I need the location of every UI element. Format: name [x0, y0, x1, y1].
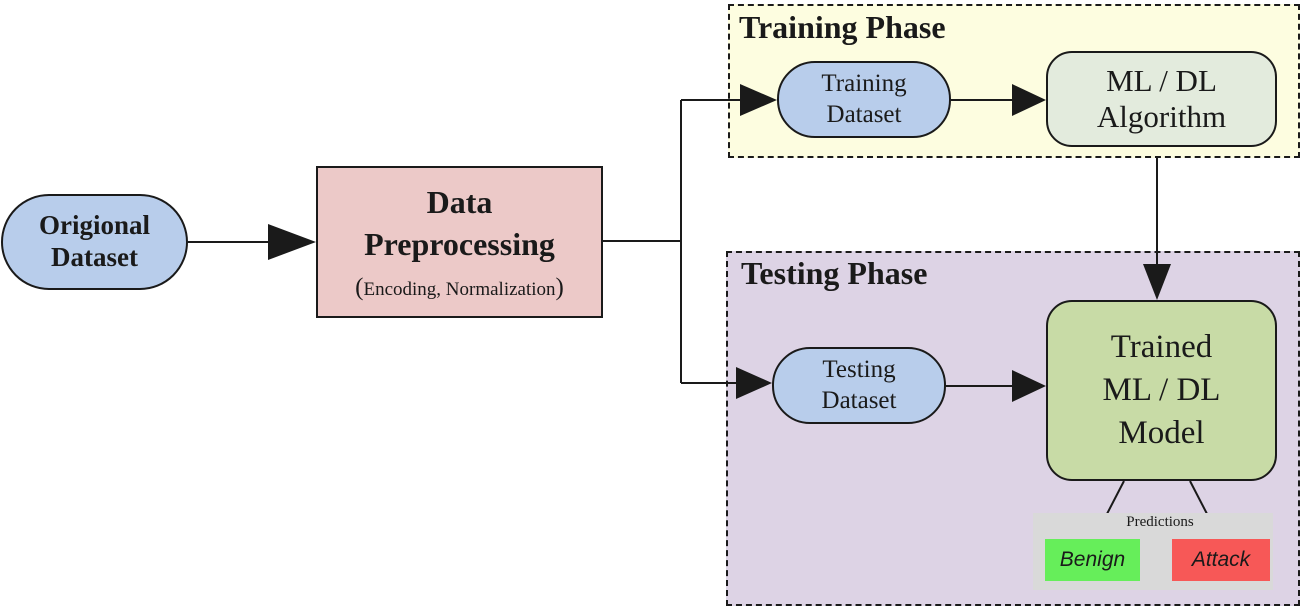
original-dataset-line2: Dataset: [51, 242, 138, 272]
preprocessing-node: Data Preprocessing (Encoding, Normalizat…: [316, 166, 603, 318]
arrowhead-model-top: [1143, 264, 1171, 300]
testing-phase-title: Testing Phase: [741, 255, 928, 291]
arrowhead-algorithm: [1012, 84, 1046, 116]
training-phase-title: Training Phase: [739, 9, 946, 45]
original-dataset-node: Origional Dataset: [1, 194, 188, 290]
note-close-paren: ): [555, 273, 564, 301]
algorithm-line2: Algorithm: [1096, 99, 1227, 134]
training-dataset-line1: Training: [821, 70, 907, 97]
training-dataset-node: Training Dataset: [777, 61, 951, 138]
arrowhead-model: [1012, 370, 1046, 402]
trained-model-line1: Trained: [1110, 329, 1213, 366]
preprocessing-note: (Encoding, Normalization): [355, 274, 564, 302]
testing-dataset-line1: Testing: [822, 356, 896, 383]
arrowhead-training-dataset: [740, 84, 777, 116]
preprocessing-line2: Preprocessing: [364, 226, 555, 262]
benign-prediction: Benign: [1045, 539, 1140, 581]
trained-model-node: Trained ML / DL Model: [1046, 300, 1277, 481]
note-open-paren: (: [355, 273, 364, 301]
preprocessing-line1: Data: [426, 184, 493, 221]
trained-model-line2: ML / DL: [1102, 372, 1221, 409]
attack-prediction: Attack: [1172, 539, 1270, 581]
testing-dataset-node: Testing Dataset: [772, 347, 946, 424]
arrowhead-preprocessing: [268, 224, 316, 260]
testing-dataset-line2: Dataset: [821, 386, 897, 414]
predictions-label: Predictions: [1126, 514, 1194, 530]
arrowhead-testing-dataset: [736, 367, 772, 399]
preprocessing-note-text: Encoding, Normalization: [363, 278, 556, 300]
algorithm-node: ML / DL Algorithm: [1046, 51, 1277, 147]
training-dataset-line2: Dataset: [826, 100, 902, 128]
original-dataset-line1: Origional: [38, 210, 150, 241]
trained-model-line3: Model: [1118, 414, 1205, 451]
algorithm-line1: ML / DL: [1106, 63, 1217, 99]
